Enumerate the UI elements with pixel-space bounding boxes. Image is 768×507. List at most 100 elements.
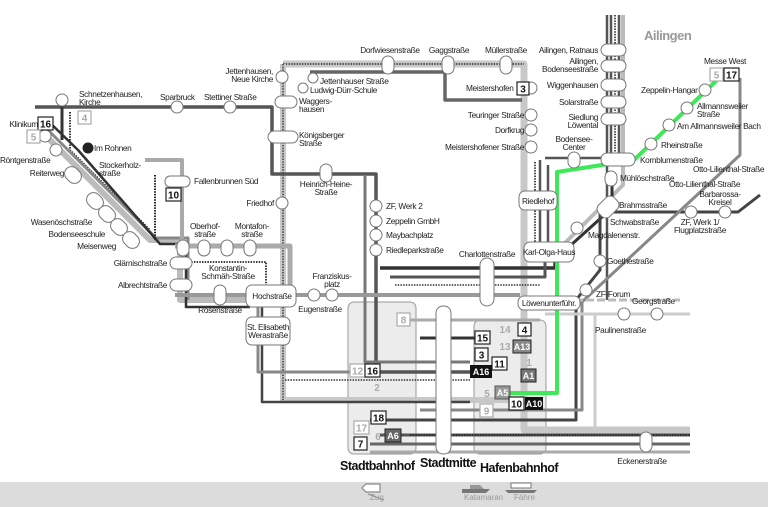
hub-label-stadtbahnhof[interactable]: Stadtbahnhof (340, 459, 416, 473)
station-label-zeppelin-gmbh[interactable]: Zeppelin GmbH (386, 216, 440, 226)
route-badge[interactable] (353, 436, 368, 451)
karl-olga-haus-station[interactable] (523, 241, 575, 263)
route-badge[interactable] (516, 81, 530, 96)
station-label-charlotten[interactable]: Charlottenstraße (459, 249, 516, 259)
route-badge[interactable] (723, 67, 740, 82)
station-marker[interactable] (441, 55, 455, 75)
station-marker[interactable] (325, 288, 339, 302)
station-marker[interactable] (164, 175, 191, 188)
station-label-otto-lilienthal-2[interactable]: Otto-Lilienthal-Straße (669, 179, 741, 189)
station-label-zf-werk1[interactable]: ZF, Werk 1/Flugplatzstraße (674, 217, 727, 235)
station-label-maybachplatz[interactable]: Maybachplatz (386, 230, 434, 240)
station-marker[interactable] (604, 170, 618, 187)
station-label-karl-olga[interactable]: Karl-Olga-Haus (523, 247, 576, 257)
station-marker[interactable] (600, 59, 627, 73)
station-marker[interactable] (600, 78, 627, 92)
route-badge[interactable] (525, 397, 543, 410)
station-marker[interactable] (223, 100, 237, 114)
station-marker[interactable] (213, 284, 227, 306)
station-label-georg[interactable]: Georgstraße (632, 296, 676, 306)
route-badge[interactable] (479, 403, 494, 418)
station-marker[interactable] (579, 283, 593, 297)
station-label-teuringer[interactable]: Teuringer Straße (468, 110, 525, 120)
station-marker[interactable] (319, 163, 333, 183)
station-label-mueller[interactable]: Müllerstraße (485, 45, 528, 55)
station-label-paulinen[interactable]: Paulinenstraße (595, 325, 647, 335)
station-label-sparbruck[interactable]: Sparbruck (160, 92, 196, 102)
station-marker[interactable] (120, 229, 143, 252)
station-label-barbarossa[interactable]: Barbarossa-Kreisel (699, 189, 741, 207)
route-badge[interactable] (396, 312, 411, 327)
station-marker[interactable] (593, 254, 607, 268)
station-label-friedhof[interactable]: Friedhof (246, 198, 275, 208)
station-marker[interactable] (170, 100, 184, 114)
station-marker[interactable] (524, 140, 538, 154)
route-badge[interactable] (364, 363, 381, 378)
station-marker[interactable] (243, 239, 257, 257)
station-label-meisenweg[interactable]: Meisenweg (77, 241, 117, 251)
station-label-zf-forum[interactable]: ZF-Forum (596, 289, 631, 299)
station-marker[interactable] (307, 288, 321, 302)
station-label-meistershofener[interactable]: Meistershofener Straße (445, 142, 525, 152)
riedlehof-station[interactable] (518, 190, 558, 211)
station-label-konstantin[interactable]: Konstantin-Schmäh-Straße (201, 263, 256, 281)
station-marker[interactable] (524, 108, 538, 122)
station-label-bodensee-center[interactable]: Bodensee-Center (556, 134, 594, 152)
station-marker[interactable] (680, 101, 694, 115)
station-marker[interactable] (684, 205, 698, 219)
station-label-ailingen-bodensee[interactable]: Ailingen,Bodenseestraße (542, 56, 599, 74)
station-label-dorfwiesen[interactable]: Dorfwiesenstraße (360, 45, 420, 55)
station-marker[interactable] (600, 152, 636, 167)
station-label-riedlehof[interactable]: Riedlehof (522, 196, 555, 206)
route-badge[interactable] (491, 356, 508, 371)
station-label-otto-lilienthal-1[interactable]: Otto-Lilienthal-Straße (693, 164, 765, 174)
route-badge[interactable] (470, 365, 492, 378)
station-label-franziskus[interactable]: Franziskus-platz (312, 271, 352, 289)
station-marker[interactable] (369, 199, 383, 213)
hochstrasse-station[interactable] (245, 284, 297, 308)
station-marker[interactable] (639, 431, 653, 453)
station-marker[interactable] (297, 82, 309, 94)
station-marker[interactable] (307, 72, 319, 84)
station-label-muehloesch[interactable]: Mühlöschstraße (620, 173, 675, 183)
station-label-jettenhausen-kirche[interactable]: Jettenhausen,Neue Kirche (225, 66, 274, 84)
station-marker[interactable] (369, 243, 383, 257)
station-marker[interactable] (274, 95, 298, 109)
station-label-waggershausen[interactable]: Waggers-hausen (299, 96, 333, 114)
station-label-wasenoesch[interactable]: Wasenöschstraße (31, 217, 93, 227)
station-label-roentgen[interactable]: Röntgenstraße (0, 155, 51, 165)
station-label-rosen[interactable]: Rosenstraße (198, 305, 243, 315)
station-marker[interactable] (220, 239, 234, 257)
station-label-eckener[interactable]: Eckenerstraße (617, 456, 667, 466)
station-label-schnetzenhausen[interactable]: Schnetzenhausen,Kirche (79, 89, 143, 107)
station-label-brahms[interactable]: Brahmsstraße (619, 200, 668, 210)
route-badge[interactable] (512, 339, 532, 354)
station-marker[interactable] (644, 137, 658, 151)
station-label-loewenunterfuehr[interactable]: Löwenunterführ. (522, 298, 577, 308)
station-marker[interactable] (197, 239, 211, 257)
station-marker[interactable] (381, 55, 395, 75)
station-label-allmannsweiler-bach[interactable]: Am Allmannsweiler Bach (677, 121, 762, 131)
loewenunterfuehrung-station[interactable] (517, 295, 581, 311)
route-badge[interactable] (384, 428, 402, 443)
station-label-montafon[interactable]: Montafon-straße (235, 221, 270, 239)
station-marker[interactable] (600, 95, 627, 109)
station-marker[interactable] (55, 93, 69, 107)
station-label-kornblumen[interactable]: Kornblumenstraße (640, 155, 704, 165)
station-marker[interactable] (718, 205, 732, 219)
route-badge[interactable] (474, 330, 491, 345)
station-marker[interactable] (662, 118, 676, 132)
route-badge[interactable] (494, 385, 511, 400)
route-badge[interactable] (26, 129, 41, 144)
station-label-zeppelin-hangar[interactable]: Zeppelin-Hangar (641, 85, 698, 95)
station-marker[interactable] (650, 307, 664, 321)
station-marker[interactable] (617, 307, 631, 321)
elisabeth-station[interactable] (245, 316, 291, 346)
station-marker[interactable] (169, 278, 193, 292)
station-marker[interactable] (570, 221, 584, 235)
route-badge[interactable] (77, 110, 92, 125)
station-label-klinikum[interactable]: Klinikum (9, 119, 38, 129)
